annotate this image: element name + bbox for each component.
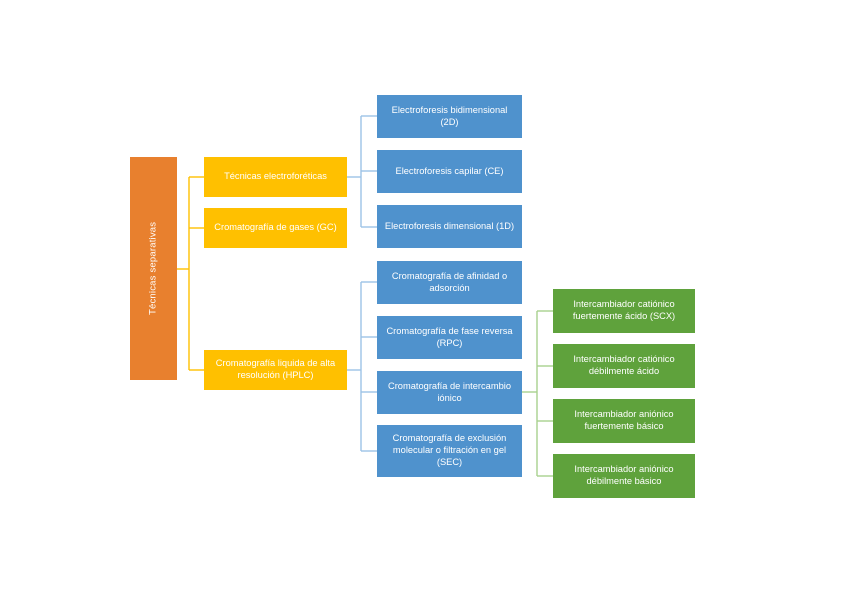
node-label: Cromatografía de afinidad o adsorción: [391, 270, 508, 293]
node-cromatografia-gases[interactable]: Cromatografía de gases (GC): [204, 208, 347, 248]
node-label: Técnicas electroforéticas: [224, 171, 327, 182]
node-intercambiador-anionico-fuerte[interactable]: Intercambiador aniónico fuertemente bási…: [553, 399, 695, 443]
node-cromatografia-hplc[interactable]: Cromatografía liquida de alta resolución…: [204, 350, 347, 390]
node-cromatografia-intercambio-ionico[interactable]: Cromatografía de intercambio iónico: [377, 371, 522, 414]
node-label: Cromatografía de exclusión molecular o f…: [392, 433, 507, 467]
connector-group-root: [177, 176, 204, 371]
node-label: Intercambiador catiónico débilmente ácid…: [573, 354, 675, 376]
connector-group-hplc: [347, 281, 377, 452]
node-cromatografia-exclusion-molecular-sec[interactable]: Cromatografía de exclusión molecular o f…: [377, 425, 522, 477]
node-intercambiador-cationico-debil[interactable]: Intercambiador catiónico débilmente ácid…: [553, 344, 695, 388]
node-label: Electroforesis dimensional (1D): [384, 220, 515, 231]
node-cromatografia-fase-reversa-rpc[interactable]: Cromatografía de fase reversa (RPC): [377, 316, 522, 359]
node-tecnicas-electroforeticas[interactable]: Técnicas electroforéticas: [204, 157, 347, 197]
node-electroforesis-bidimensional-2d[interactable]: Electroforesis bidimensional (2D): [377, 95, 522, 138]
node-label: Cromatografía de fase reversa (RPC): [386, 325, 513, 348]
node-intercambiador-anionico-debil[interactable]: Intercambiador aniónico débilmente básic…: [553, 454, 695, 498]
node-label: Electroforesis bidimensional (2D): [391, 104, 508, 127]
connector-group-electroforesis: [347, 115, 377, 228]
node-root-label: Técnicas separativas: [147, 221, 159, 316]
node-label: Cromatografía liquida de alta resolución…: [215, 358, 336, 380]
node-label: Intercambiador aniónico débilmente básic…: [574, 464, 674, 486]
node-label: Intercambiador aniónico fuertemente bási…: [574, 409, 674, 431]
node-intercambiador-cationico-fuerte-scx[interactable]: Intercambiador catiónico fuertemente áci…: [553, 289, 695, 333]
node-label: Electroforesis capilar (CE): [395, 165, 504, 176]
node-root-tecnicas-separativas[interactable]: Técnicas separativas: [130, 157, 177, 380]
connector-group-intercambio: [522, 310, 553, 477]
node-electroforesis-dimensional-1d[interactable]: Electroforesis dimensional (1D): [377, 205, 522, 248]
node-label: Cromatografía de intercambio iónico: [388, 380, 511, 403]
node-electroforesis-capilar-ce[interactable]: Electroforesis capilar (CE): [377, 150, 522, 193]
node-label: Cromatografía de gases (GC): [214, 222, 337, 233]
node-label: Intercambiador catiónico fuertemente áci…: [572, 299, 676, 321]
node-cromatografia-afinidad-adsorcion[interactable]: Cromatografía de afinidad o adsorción: [377, 261, 522, 304]
